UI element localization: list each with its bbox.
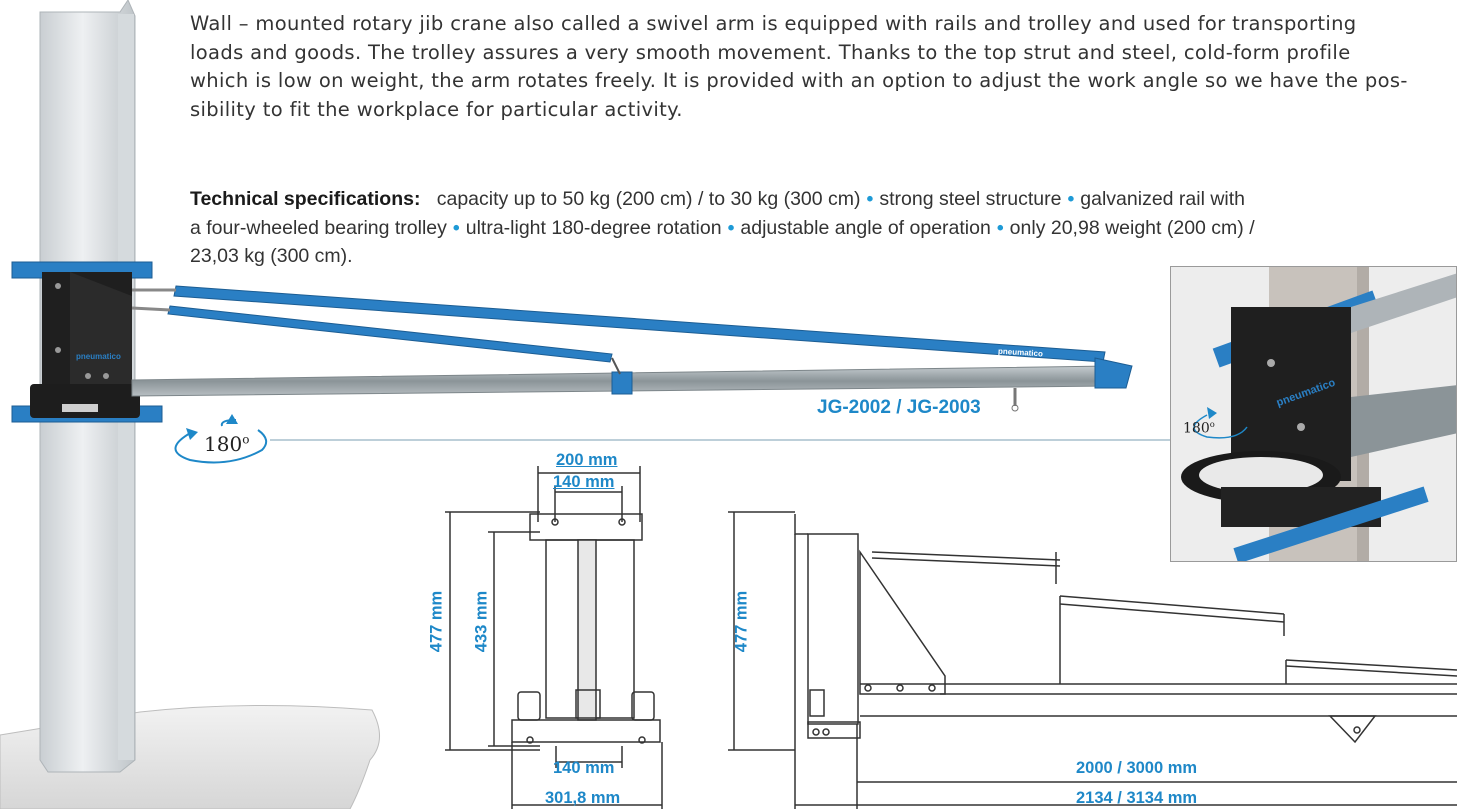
specs-line-2: a four-wheeled bearing trolley•ultra-lig… — [190, 214, 1457, 243]
bracket-brand-label: pneumatico — [76, 352, 121, 361]
rotation-arrow-icon — [174, 414, 1170, 464]
rotation-degree-value: 180 — [204, 432, 243, 456]
rotation-degree-unit: o — [242, 432, 250, 447]
spec-item: only 20,98 weight (200 cm) / — [1009, 216, 1255, 239]
dimension-477mm-front: 477 mm — [427, 590, 446, 653]
bullet: • — [1067, 188, 1075, 210]
spec-item: a four-wheeled bearing trolley — [190, 216, 447, 239]
intro-line: which is low on weight, the arm rotates … — [190, 69, 1408, 92]
top-bracket — [11, 261, 153, 394]
dimension-200mm: 200 mm — [556, 451, 618, 469]
bullet: • — [452, 216, 460, 239]
intro-line: loads and goods. The trolley assures a v… — [190, 40, 1351, 64]
spec-item: adjustable angle of operation — [740, 216, 991, 239]
intro-text: Wall – mounted rotary jib crane also cal… — [190, 10, 1457, 124]
intro-line: sibility to fit the workplace for partic… — [190, 97, 683, 121]
rotation-label: 180o — [204, 432, 249, 456]
specs-line-3: 23,03 kg (300 cm). — [190, 245, 353, 267]
front-elevation-drawing — [445, 466, 663, 809]
dimension-477mm-side: 477 mm — [732, 590, 751, 653]
technical-specifications: Technical specifications: capacity up to… — [190, 185, 1457, 271]
intro-line: Wall – mounted rotary jib crane also cal… — [190, 12, 1357, 35]
bullet: • — [727, 216, 735, 239]
bottom-bracket — [11, 384, 163, 423]
inset-photo: 180o pneumatico — [1170, 266, 1457, 562]
dimension-2000-3000mm: 2000 / 3000 mm — [1076, 759, 1198, 777]
side-elevation-drawing — [728, 511, 1457, 809]
specs-label: Technical specifications: — [190, 188, 421, 210]
bullet: • — [996, 216, 1004, 239]
dimension-2134-3134mm: 2134 / 3134 mm — [1076, 789, 1198, 807]
dimension-140mm-bottom: 140 mm — [553, 759, 615, 777]
spec-item: galvanized rail with — [1080, 188, 1246, 210]
specs-line-1: Technical specifications: capacity up to… — [190, 185, 1457, 214]
inset-degree-unit: o — [1209, 419, 1215, 429]
model-label: JG-2002 / JG-2003 — [817, 397, 981, 418]
dimension-140mm-top: 140 mm — [553, 473, 615, 491]
jib-arm — [131, 285, 1133, 412]
inset-degree-value: 180 — [1183, 420, 1210, 437]
dimension-433mm: 433 mm — [472, 590, 491, 653]
inset-bracket-illustration — [1181, 267, 1456, 561]
spec-item: strong steel structure — [879, 188, 1062, 210]
inset-rotation-label: 180o — [1183, 419, 1215, 437]
dimension-301mm: 301,8 mm — [545, 789, 621, 807]
bullet: • — [866, 188, 874, 210]
spec-item: capacity up to 50 kg (200 cm) / to 30 kg… — [436, 188, 861, 210]
spec-item: ultra-light 180-degree rotation — [465, 216, 722, 239]
